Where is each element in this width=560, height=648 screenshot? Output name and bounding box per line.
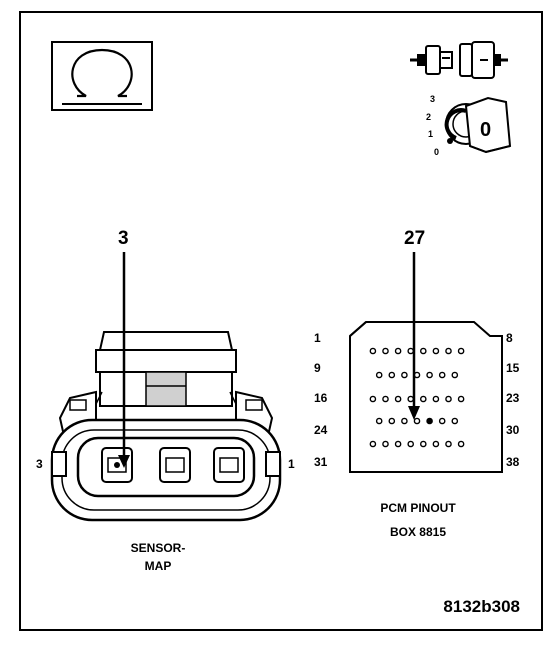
sensor-pin-callout: 3 [118,228,129,249]
pcm-pin [451,371,459,379]
ignition-pos-1: 1 [428,129,433,139]
pcm-pin [369,347,377,355]
sensor-left-pin-label: 3 [36,457,43,471]
pcm-pin [445,395,452,403]
key-position-label: 0 [480,119,491,141]
pcm-pin-grid [369,347,465,448]
pcm-pin [451,417,459,425]
sensor-terminal [219,457,239,473]
pcm-row-label-right: 30 [506,423,520,437]
pcm-pin [445,347,452,355]
pcm-row-label-left: 9 [314,361,321,375]
pcm-pin [382,395,389,403]
pcm-pin [394,440,402,448]
pcm-row-labels: 1 9 16 24 31 8 15 23 30 38 [314,331,520,469]
sensor-highlighted-pin [114,462,120,468]
pcm-pin [438,371,446,379]
pcm-pin [407,347,415,355]
sensor-name-line1: SENSOR- [131,541,186,555]
pcm-row-label-left: 24 [314,423,328,437]
sensor-callout-arrowhead [118,455,130,468]
figure-border [19,11,543,631]
pcm-pin [419,395,427,403]
pcm-pin [407,395,415,403]
sensor-connector-body [50,331,282,522]
ignition-pos-0: 0 [434,147,439,157]
pcm-pin [375,417,383,425]
ignition-pos-2: 2 [426,112,431,122]
pcm-connector-body [349,321,503,473]
pcm-pin [388,371,396,379]
pcm-pin [382,440,389,448]
ignition-key-icon: 3 2 1 0 0 [426,94,512,157]
figure-id: 8132b308 [443,597,520,616]
pcm-highlighted-pin [426,417,433,425]
pcm-row-label-right: 8 [506,331,513,345]
pcm-pin [407,440,415,448]
pcm-row-label-right: 38 [506,455,520,469]
pcm-row-label-right: 15 [506,361,520,375]
pcm-pin-callout: 27 [404,228,425,249]
pcm-pin [419,440,427,448]
sensor-terminal [165,457,185,473]
pcm-pin [432,347,440,355]
pcm-title-line2: BOX 8815 [390,525,446,539]
pcm-title-line1: PCM PINOUT [380,501,456,515]
ignition-pos-3: 3 [430,94,435,104]
pcm-pin [432,440,440,448]
pcm-pin [426,371,433,379]
ohm-symbol-icon [51,41,153,111]
pcm-pin [401,371,408,379]
pcm-pin [382,347,389,355]
pcm-pin [394,395,402,403]
disconnected-connector-icon [410,41,508,79]
pcm-pin [457,440,465,448]
pcm-pin [457,347,465,355]
pcm-pin [388,417,396,425]
pcm-pin [401,417,408,425]
pcm-pin [394,347,402,355]
pcm-pin [457,395,465,403]
pcm-row-label-right: 23 [506,391,520,405]
pcm-pin [438,417,446,425]
pcm-pin [419,347,427,355]
pcm-callout-arrowhead [408,406,420,420]
pcm-row-label-left: 1 [314,331,321,345]
pcm-pin [369,440,377,448]
pcm-pin [369,395,377,403]
pcm-pin [375,371,383,379]
pcm-pin [432,395,440,403]
pcm-pin [445,440,452,448]
pcm-pin [413,417,421,425]
pcm-row-label-left: 16 [314,391,328,405]
sensor-name-line2: MAP [145,559,172,573]
sensor-right-pin-label: 1 [288,457,295,471]
pcm-row-label-left: 31 [314,455,328,469]
